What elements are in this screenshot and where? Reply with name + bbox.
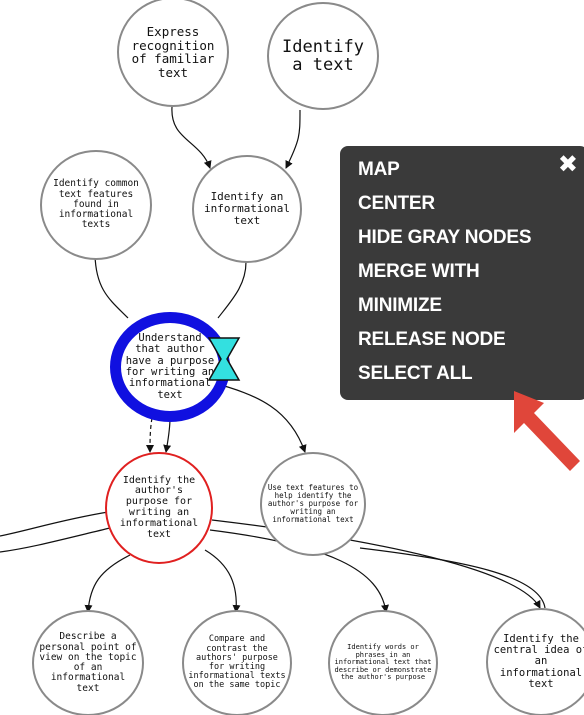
menu-item-select-all[interactable]: SELECT ALL [358, 363, 473, 384]
edge-informational-to-understand [217, 261, 247, 319]
edge-understand-to-use-features [209, 381, 307, 453]
edge-understand-to-purpose [163, 417, 172, 453]
menu-item-map[interactable]: MAP [358, 159, 400, 180]
edge-purpose-offscreen-2 [0, 527, 111, 553]
edge-use-features-to-central [359, 547, 546, 609]
close-icon[interactable]: ✖ [557, 150, 578, 178]
node-use-text-features[interactable]: Use text features to help identify the a… [260, 452, 366, 556]
edge-express-to-informational [171, 106, 212, 169]
edge-purpose-to-central [211, 519, 541, 609]
edge-identify-text-to-informational [285, 109, 301, 169]
node-identify-words-phrases-label: Identify words or phrases in an informat… [334, 643, 432, 682]
menu-item-minimize[interactable]: MINIMIZE [358, 295, 442, 316]
node-understand-author-purpose-label: Understand that author have a purpose fo… [125, 332, 215, 401]
edge-purpose-to-identify-words [209, 529, 389, 613]
menu-item-release-node[interactable]: RELEASE NODE [358, 329, 506, 350]
node-express-recognition[interactable]: Express recognition of familiar text [117, 0, 229, 107]
edge-purpose-to-describe [84, 554, 131, 613]
node-common-text-features[interactable]: Identify common text features found in i… [40, 150, 152, 260]
edge-purpose-to-compare [204, 549, 241, 613]
node-compare-contrast[interactable]: Compare and contrast the authors' purpos… [182, 610, 292, 715]
menu-item-center[interactable]: CENTER [358, 193, 435, 214]
edge-features-to-understand [94, 254, 129, 319]
node-identify-a-text[interactable]: Identify a text [267, 2, 379, 110]
node-describe-point-of-view-label: Describe a personal point of view on the… [39, 631, 137, 694]
node-use-text-features-label: Use text features to help identify the a… [267, 482, 359, 525]
node-identify-words-phrases[interactable]: Identify words or phrases in an informat… [328, 610, 438, 715]
menu-item-merge-with[interactable]: MERGE WITH [358, 261, 480, 282]
node-describe-point-of-view[interactable]: Describe a personal point of view on the… [32, 610, 144, 715]
edge-purpose-offscreen-1 [0, 511, 109, 537]
node-express-recognition-label: Express recognition of familiar text [131, 24, 215, 80]
node-identify-central-idea-label: Identify the central idea of an informat… [493, 632, 584, 690]
node-compare-contrast-label: Compare and contrast the authors' purpos… [188, 634, 286, 691]
node-identify-a-text-label: Identify a text [282, 36, 364, 75]
menu-item-hide-gray-nodes[interactable]: HIDE GRAY NODES [358, 227, 532, 248]
edge-understand-to-purpose-dashed [146, 417, 155, 453]
node-identify-central-idea[interactable]: Identify the central idea of an informat… [486, 608, 584, 715]
drag-handle-icon[interactable] [207, 336, 241, 382]
node-identify-informational-text-label: Identify an informational text [203, 190, 291, 227]
pointer-arrow-icon [514, 391, 580, 471]
node-common-text-features-label: Identify common text features found in i… [53, 178, 139, 231]
node-identify-author-purpose-label: Identify the author's purpose for writin… [119, 474, 199, 540]
node-identify-author-purpose[interactable]: Identify the author's purpose for writin… [105, 452, 213, 564]
node-context-menu: ✖ MAP CENTER HIDE GRAY NODES MERGE WITH … [340, 146, 584, 400]
node-identify-informational-text[interactable]: Identify an informational text [192, 155, 302, 263]
